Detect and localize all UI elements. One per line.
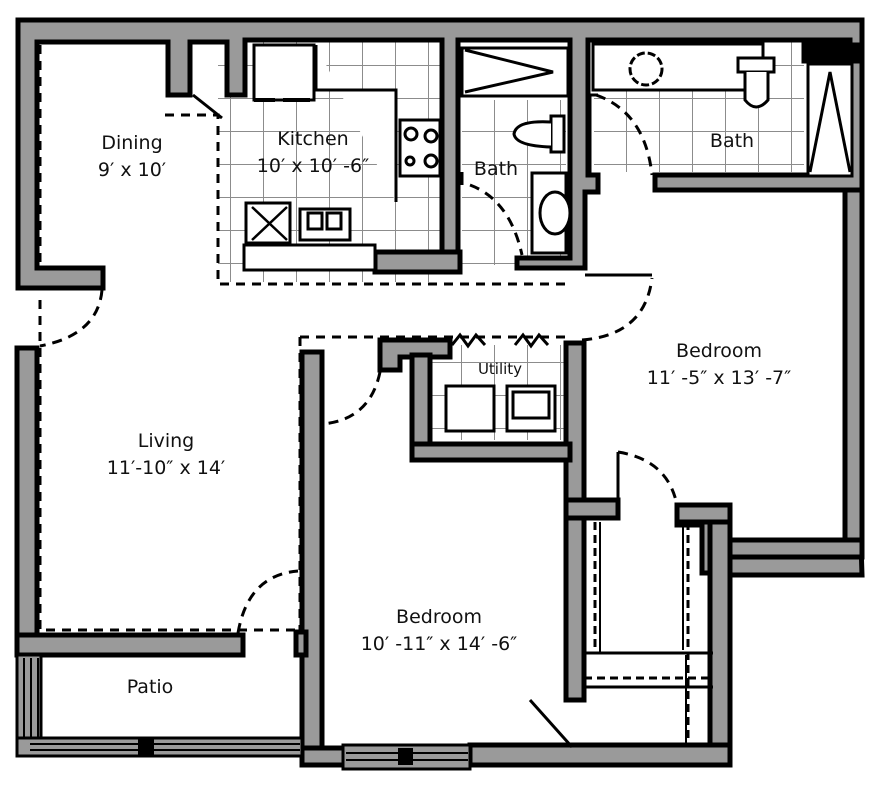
room-dimensions: 9′ x 10′ bbox=[97, 159, 167, 181]
room-label-bedroom-1: Bedroom 11′ -5″ x 13′ -7″ bbox=[647, 338, 791, 392]
room-label-patio: Patio bbox=[127, 674, 174, 701]
room-name: Patio bbox=[126, 676, 174, 698]
room-dimensions: 11′ -5″ x 13′ -7″ bbox=[646, 367, 792, 389]
door-swings bbox=[39, 93, 679, 634]
room-name: Dining bbox=[101, 132, 163, 154]
kitchen-fixtures bbox=[242, 43, 442, 272]
room-label-kitchen: Kitchen 10′ x 10′ -6″ bbox=[257, 126, 369, 180]
room-label-bath-2: Bath bbox=[710, 128, 754, 155]
room-dimensions: 10′ -11″ x 14′ -6″ bbox=[360, 633, 518, 655]
room-label-utility: Utility bbox=[478, 360, 522, 378]
room-name: Kitchen bbox=[277, 128, 349, 150]
room-name: Living bbox=[137, 430, 195, 452]
room-name: Bath bbox=[709, 130, 755, 152]
room-name: Utility bbox=[477, 360, 523, 378]
room-name: Bedroom bbox=[676, 340, 762, 362]
room-name: Bath bbox=[473, 158, 519, 180]
room-name: Bedroom bbox=[396, 606, 482, 628]
room-dimensions: 11′-10″ x 14′ bbox=[106, 457, 226, 479]
windows bbox=[15, 653, 472, 771]
room-label-bath-1: Bath bbox=[474, 156, 518, 183]
room-label-bedroom-2: Bedroom 10′ -11″ x 14′ -6″ bbox=[361, 604, 518, 658]
room-label-dining: Dining 9′ x 10′ bbox=[98, 130, 166, 184]
utility-fixtures bbox=[444, 332, 557, 433]
closet bbox=[584, 522, 713, 745]
room-dimensions: 10′ x 10′ -6″ bbox=[256, 155, 370, 177]
door-leaves bbox=[192, 93, 652, 748]
bath-fixtures bbox=[460, 42, 860, 255]
room-label-living: Living 11′-10″ x 14′ bbox=[107, 428, 225, 482]
walls bbox=[14, 17, 865, 768]
